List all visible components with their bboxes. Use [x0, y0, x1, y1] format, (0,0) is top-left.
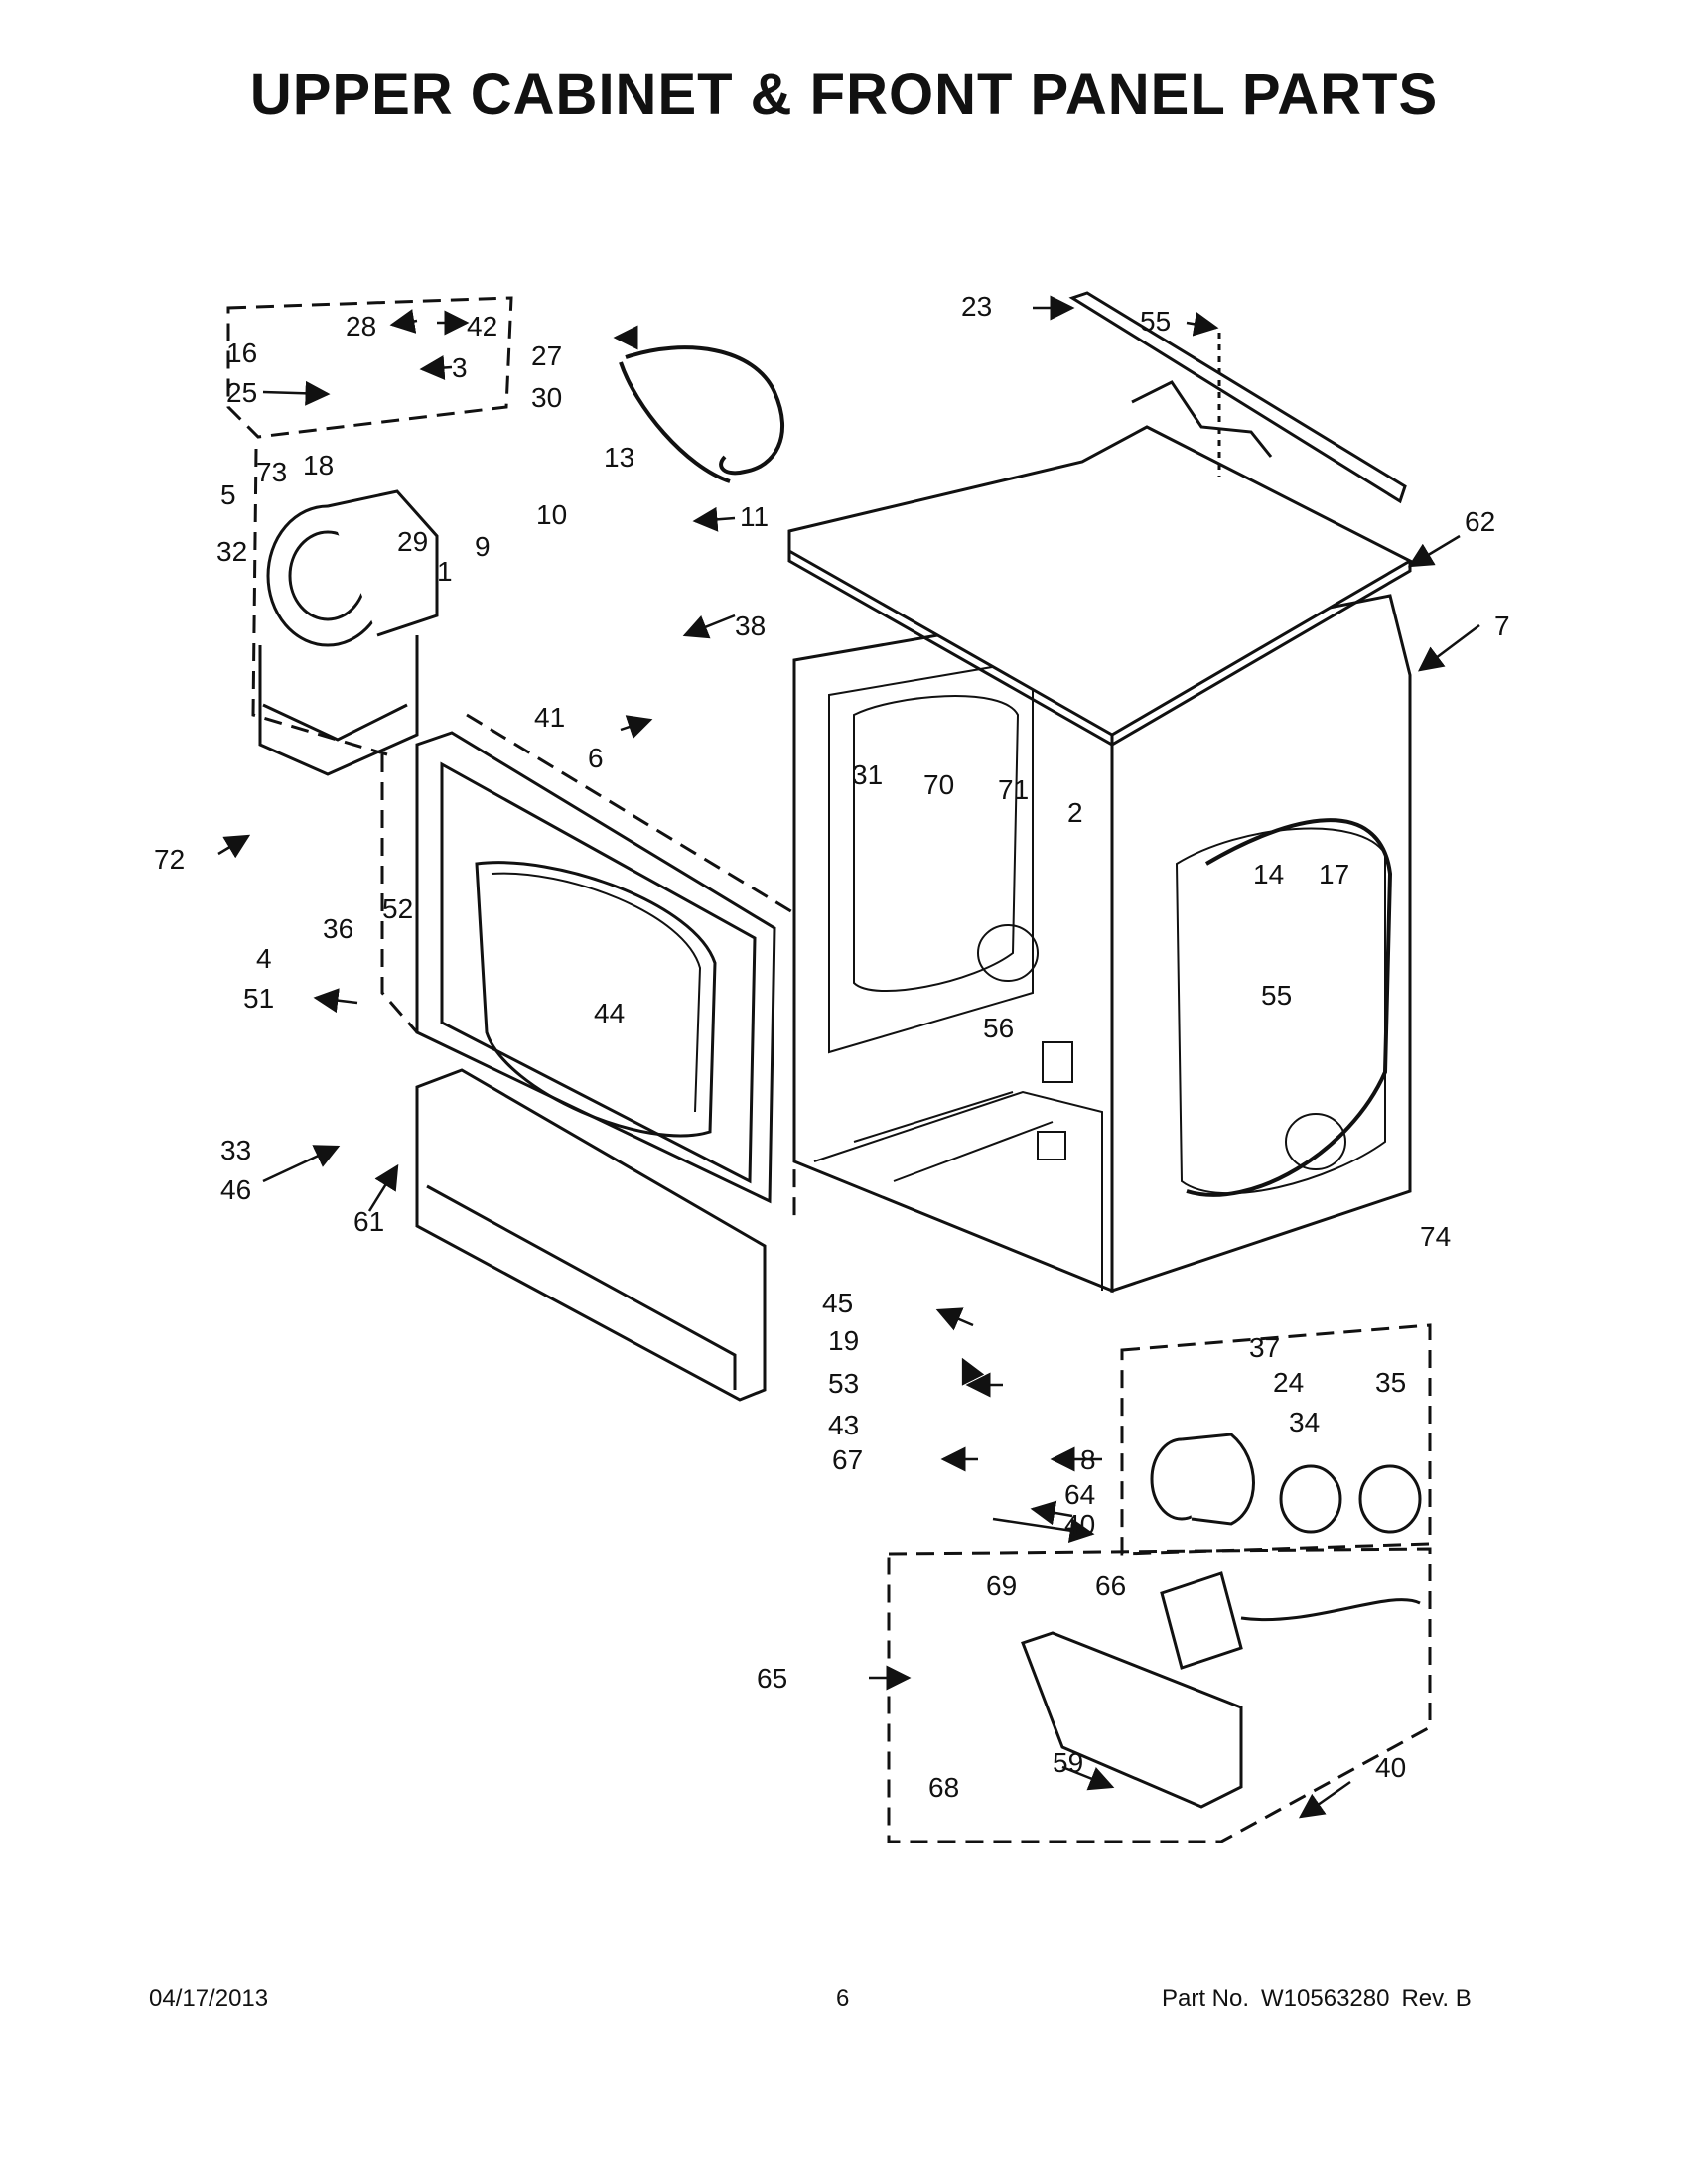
cabinet-drawing [792, 594, 1412, 1294]
callout-9: 9 [475, 531, 491, 562]
callout-44: 44 [594, 998, 625, 1028]
callout-55b: 55 [1261, 980, 1292, 1011]
callout-55: 55 [1140, 306, 1171, 337]
callout-67: 67 [832, 1444, 863, 1475]
front-panel-drawing [415, 731, 776, 1204]
callout-30: 30 [531, 382, 562, 413]
callout-3: 3 [452, 352, 468, 383]
callout-19: 19 [828, 1325, 859, 1356]
callout-59: 59 [1053, 1747, 1083, 1778]
callout-40b: 40 [1375, 1752, 1406, 1783]
callout-65: 65 [757, 1663, 787, 1694]
callout-17: 17 [1319, 859, 1349, 889]
callout-74: 74 [1420, 1221, 1451, 1252]
callout-42: 42 [467, 311, 497, 341]
callout-64: 64 [1064, 1479, 1095, 1510]
callout-18: 18 [303, 450, 334, 480]
callout-73: 73 [256, 457, 287, 487]
callout-5: 5 [220, 479, 236, 510]
callout-53: 53 [828, 1368, 859, 1399]
callout-11: 11 [740, 501, 769, 532]
callout-1: 1 [437, 556, 453, 587]
dashed-outlines [226, 296, 1432, 1843]
callout-46: 46 [220, 1174, 251, 1205]
page-title: UPPER CABINET & FRONT PANEL PARTS [249, 63, 1439, 127]
callout-52: 52 [382, 893, 413, 924]
callout-51: 51 [243, 983, 274, 1014]
callout-10: 10 [536, 499, 567, 530]
callout-69: 69 [986, 1570, 1017, 1601]
callout-45: 45 [822, 1288, 853, 1318]
callout-27: 27 [531, 341, 562, 371]
callout-68: 68 [928, 1772, 959, 1803]
footer-page-number: 6 [836, 1985, 850, 2012]
callout-62: 62 [1465, 506, 1495, 537]
gas-valve-drawing [1021, 1571, 1421, 1809]
callout-40: 40 [1064, 1509, 1095, 1540]
callout-35: 35 [1375, 1367, 1406, 1398]
callout-38: 38 [735, 611, 766, 641]
callout-13: 13 [604, 442, 634, 473]
callout-61: 61 [353, 1206, 384, 1237]
motor-drawing [258, 489, 439, 776]
callout-41: 41 [534, 702, 565, 733]
callout-36: 36 [323, 913, 353, 944]
part-number: W10563280 [1261, 1985, 1390, 2012]
rear-bracket-drawing [1068, 291, 1407, 504]
callout-29: 29 [397, 526, 428, 557]
callout-28: 28 [346, 311, 376, 341]
callout-31: 31 [852, 759, 883, 790]
leader-lines [217, 295, 1480, 1819]
callout-32: 32 [216, 536, 247, 567]
callout-37: 37 [1249, 1332, 1280, 1363]
revision: Rev. B [1401, 1985, 1472, 2012]
belt-drawing [619, 345, 785, 483]
callout-2: 2 [1067, 797, 1083, 828]
callout-8: 8 [1080, 1444, 1096, 1475]
callout-labels: 28 42 16 3 25 27 30 5 73 18 13 32 29 9 1… [154, 291, 1510, 1803]
callout-56: 56 [983, 1013, 1014, 1043]
callout-33: 33 [220, 1135, 251, 1165]
toe-panel-drawing [415, 1068, 767, 1402]
footer-part-number: Part No. W10563280 Rev. B [1162, 1985, 1483, 2013]
callout-34: 34 [1289, 1407, 1320, 1437]
callout-72: 72 [154, 844, 185, 875]
callout-7: 7 [1494, 611, 1510, 641]
exhaust-drawing [1150, 1433, 1422, 1534]
callout-4: 4 [256, 943, 272, 974]
callout-14: 14 [1253, 859, 1284, 889]
callout-6: 6 [588, 743, 604, 773]
callout-24: 24 [1273, 1367, 1304, 1398]
callout-25: 25 [226, 377, 257, 408]
callout-23: 23 [961, 291, 992, 322]
callout-66: 66 [1095, 1570, 1126, 1601]
callout-16: 16 [226, 338, 257, 368]
callout-70: 70 [923, 769, 954, 800]
callout-71: 71 [998, 774, 1029, 805]
part-label: Part No. [1162, 1985, 1250, 2012]
callout-43: 43 [828, 1410, 859, 1440]
footer-date: 04/17/2013 [149, 1985, 269, 2012]
